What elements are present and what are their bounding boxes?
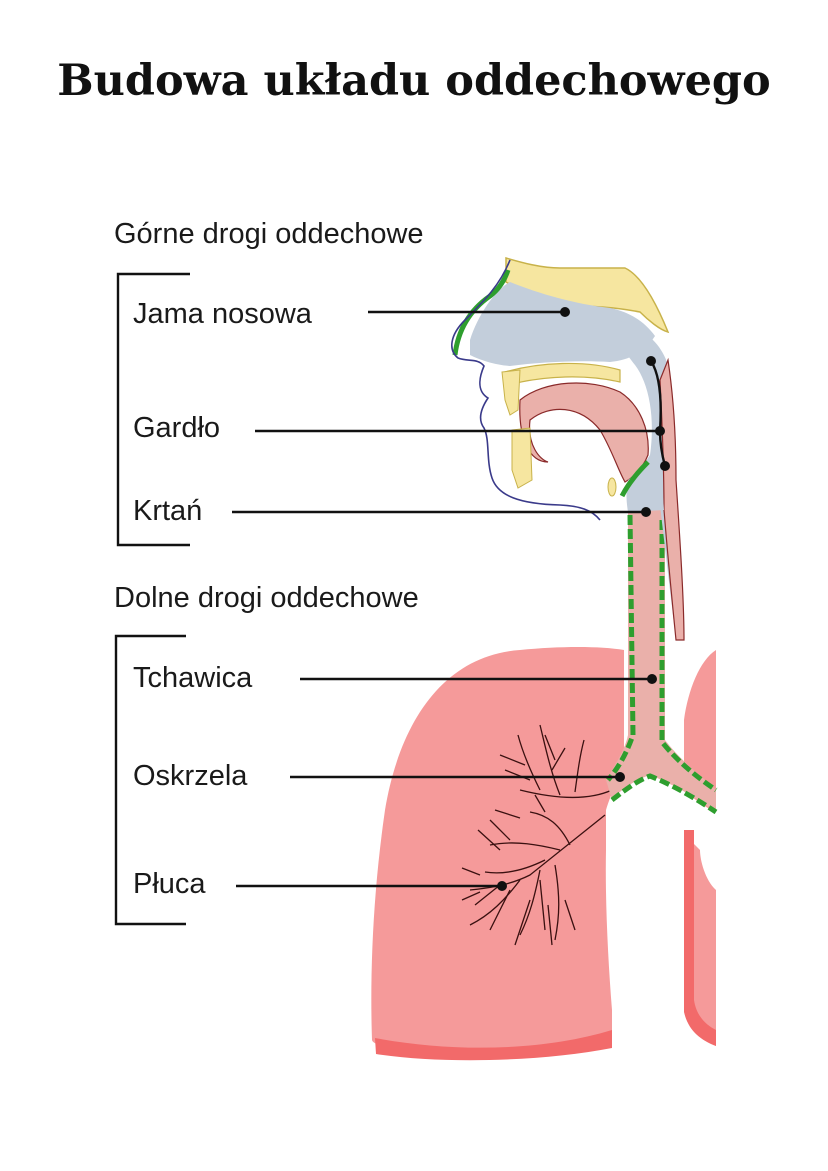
lower-bracket — [114, 634, 186, 926]
right-lung-edge — [684, 830, 716, 1046]
left-lung — [371, 647, 624, 1061]
label-krtan: Krtań — [133, 495, 202, 527]
upper-bracket — [116, 272, 190, 547]
group-label-lower: Dolne drogi oddechowe — [114, 582, 419, 614]
left-lung-shape — [371, 647, 624, 1054]
page-title: Budowa układu oddechowego — [57, 56, 771, 106]
hyoid — [607, 477, 617, 497]
left-lung-base — [375, 1030, 612, 1061]
group-label-upper: Górne drogi oddechowe — [114, 218, 424, 250]
head — [451, 257, 685, 641]
nasal-lining — [452, 269, 511, 356]
tongue — [519, 382, 649, 483]
label-tchawica: Tchawica — [133, 662, 253, 694]
dot-gardlo-bottom — [660, 461, 670, 471]
upper-teeth — [501, 369, 521, 416]
dot-pluca — [497, 881, 507, 891]
epiglottis-lining — [619, 460, 650, 498]
label-jama-nosowa: Jama nosowa — [133, 298, 313, 330]
trachea-lining-right — [659, 520, 718, 793]
label-pluca: Płuca — [133, 868, 206, 900]
leader-lines — [232, 310, 667, 888]
dot-krtan — [641, 507, 651, 517]
lower-teeth — [511, 427, 533, 489]
nasal-cavity — [470, 282, 655, 366]
label-gardlo: Gardło — [133, 412, 220, 444]
leader-dots — [497, 307, 670, 891]
larynx — [626, 458, 664, 512]
face-outline — [451, 259, 601, 521]
right-lung — [684, 650, 716, 1046]
palate — [504, 362, 621, 385]
dot-oskrzela — [615, 772, 625, 782]
bronchus-lining — [610, 773, 718, 815]
label-oskrzela: Oskrzela — [133, 760, 248, 792]
dot-jama-nosowa — [560, 307, 570, 317]
dot-gardlo — [655, 426, 665, 436]
dot-tchawica — [647, 674, 657, 684]
dot-gardlo-top — [646, 356, 656, 366]
bronchial-tree — [461, 724, 613, 946]
